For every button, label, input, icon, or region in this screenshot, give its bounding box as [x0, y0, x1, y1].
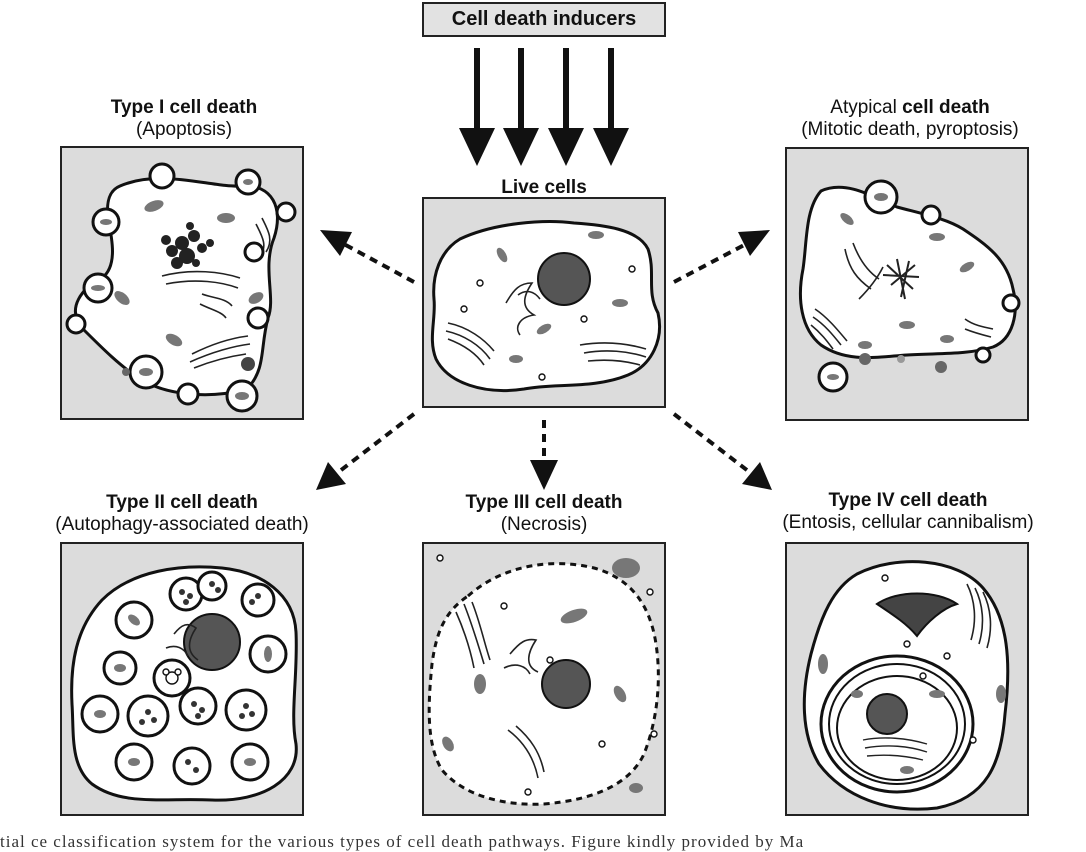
type1-apoptosis-panel: [60, 146, 304, 420]
type4-subtitle: (Entosis, cellular cannibalism): [782, 512, 1034, 533]
arrow-to-atypical: [673, 241, 749, 284]
cell-death-inducers-box: Cell death inducers: [422, 2, 666, 37]
type4-label: Type IV cell death (Entosis, cellular ca…: [740, 490, 1076, 534]
type3-necrosis-panel: [422, 542, 666, 816]
inducer-arrow-1: [459, 48, 495, 166]
type1-label: Type I cell death (Apoptosis): [60, 97, 308, 141]
inducer-arrow-4: [593, 48, 629, 166]
autophagic-cell-illustration: [70, 565, 298, 802]
atypical-title-bold: cell death: [902, 97, 990, 118]
type4-title: Type IV cell death: [828, 490, 988, 511]
atypical-title-plain: Atypical: [830, 97, 897, 118]
necrotic-cell-illustration: [427, 554, 660, 806]
live-cells-label: Live cells: [422, 177, 666, 199]
arrowhead-necrosis: [530, 460, 558, 490]
type2-subtitle: (Autophagy-associated death): [55, 514, 309, 535]
atypical-death-panel: [785, 147, 1029, 421]
type2-autophagy-panel: [60, 542, 304, 816]
arrowhead-entosis: [742, 462, 772, 490]
type2-title: Type II cell death: [106, 492, 258, 513]
type1-subtitle: (Apoptosis): [135, 119, 233, 140]
arrow-to-entosis: [672, 412, 754, 476]
figure-caption: tial ce classification system for the va…: [0, 832, 805, 851]
inducer-arrow-3: [548, 48, 584, 166]
type1-title: Type I cell death: [110, 97, 258, 118]
inducer-arrow-2: [503, 48, 539, 166]
inducer-arrows: [459, 48, 629, 166]
cell-death-inducers-label: Cell death inducers: [451, 8, 637, 30]
atypical-subtitle: (Mitotic death, pyroptosis): [801, 119, 1019, 140]
arrowhead-atypical: [738, 230, 770, 256]
live-cells-panel: [422, 197, 666, 408]
apoptotic-cell-illustration: [65, 162, 297, 413]
type4-entosis-panel: [785, 542, 1029, 816]
type3-label: Type III cell death (Necrosis): [420, 492, 668, 536]
mitotic-death-cell-illustration: [798, 179, 1021, 393]
arrowhead-apoptosis: [320, 230, 352, 256]
type3-subtitle: (Necrosis): [500, 514, 588, 535]
arrow-to-autophagy: [334, 412, 416, 476]
arrow-to-apoptosis: [341, 241, 415, 284]
arrowhead-autophagy: [316, 462, 346, 490]
entotic-cell-illustration: [802, 560, 1010, 811]
live-cells-title: Live cells: [501, 177, 587, 198]
type2-label: Type II cell death (Autophagy-associated…: [20, 492, 344, 536]
atypical-label: Atypical cell death (Mitotic death, pyro…: [760, 97, 1060, 141]
type3-title: Type III cell death: [465, 492, 623, 513]
live-cell-illustration: [430, 220, 661, 393]
